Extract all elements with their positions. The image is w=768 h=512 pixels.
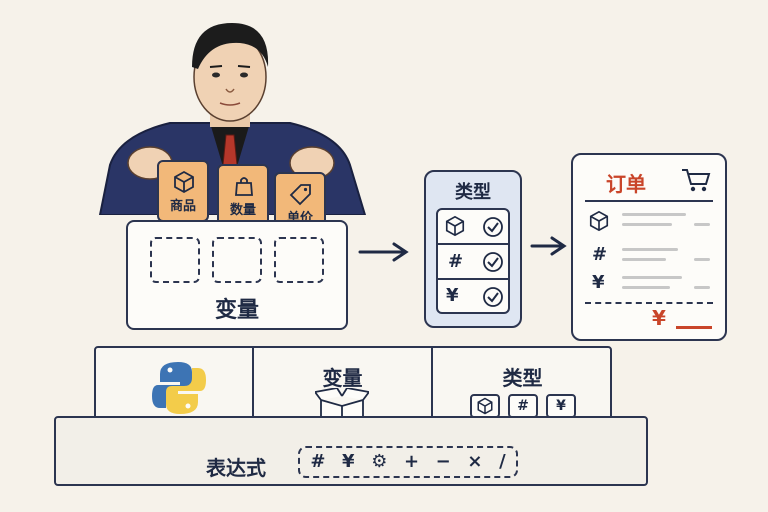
type-tile-cube — [470, 394, 500, 418]
cube-icon — [477, 397, 493, 415]
operator-yen: ¥ — [342, 451, 355, 472]
order-line — [622, 286, 670, 289]
cube-icon — [589, 210, 609, 232]
card-label: 商品 — [169, 199, 196, 214]
variable-slot — [150, 237, 200, 283]
order-line — [694, 223, 710, 226]
type-row-currency: ¥ — [446, 285, 459, 306]
cube-icon — [445, 215, 465, 237]
cube-icon — [174, 170, 194, 194]
check-icon — [483, 252, 503, 272]
type-list — [436, 208, 510, 314]
order-line — [622, 223, 672, 226]
order-line — [694, 286, 710, 289]
variable-slot — [212, 237, 262, 283]
operator-plus: + — [403, 451, 420, 472]
order-line — [622, 248, 678, 251]
platform-base — [54, 416, 648, 486]
type-tile-number: # — [508, 394, 538, 418]
order-line — [694, 258, 710, 261]
order-title: 订单 — [606, 172, 646, 196]
order-line — [622, 276, 682, 279]
price-tag-icon — [289, 184, 311, 206]
block-type-title: 类型 — [502, 366, 543, 390]
order-total-symbol: ¥ — [652, 306, 666, 330]
expression-label: 表达式 — [206, 456, 266, 480]
order-row-currency: ¥ — [592, 272, 605, 293]
block-variable-title: 变量 — [322, 366, 363, 390]
order-line — [622, 213, 686, 216]
order-row-number: # — [592, 244, 608, 265]
operator-divide: / — [499, 451, 506, 472]
type-row-number: # — [448, 251, 464, 272]
check-icon — [483, 217, 503, 237]
python-logo-icon — [152, 362, 206, 414]
variable-slot — [274, 237, 324, 283]
type-tile-currency: ¥ — [546, 394, 576, 418]
card-label: 数量 — [229, 203, 256, 218]
shopping-cart-icon — [682, 169, 711, 192]
operator-bar — [298, 446, 518, 478]
operator-list: # ¥ ⚙ + − × / — [302, 451, 514, 472]
bag-icon — [235, 177, 253, 196]
gear-icon: ⚙ — [371, 451, 388, 472]
order-total-line — [676, 326, 712, 329]
order-line — [622, 258, 666, 261]
operator-times: × — [467, 451, 483, 472]
type-panel-title: 类型 — [455, 182, 491, 203]
variable-box-title: 变量 — [214, 298, 259, 323]
operator-hash: # — [310, 451, 326, 472]
check-icon — [483, 287, 503, 307]
operator-minus: − — [435, 451, 451, 472]
